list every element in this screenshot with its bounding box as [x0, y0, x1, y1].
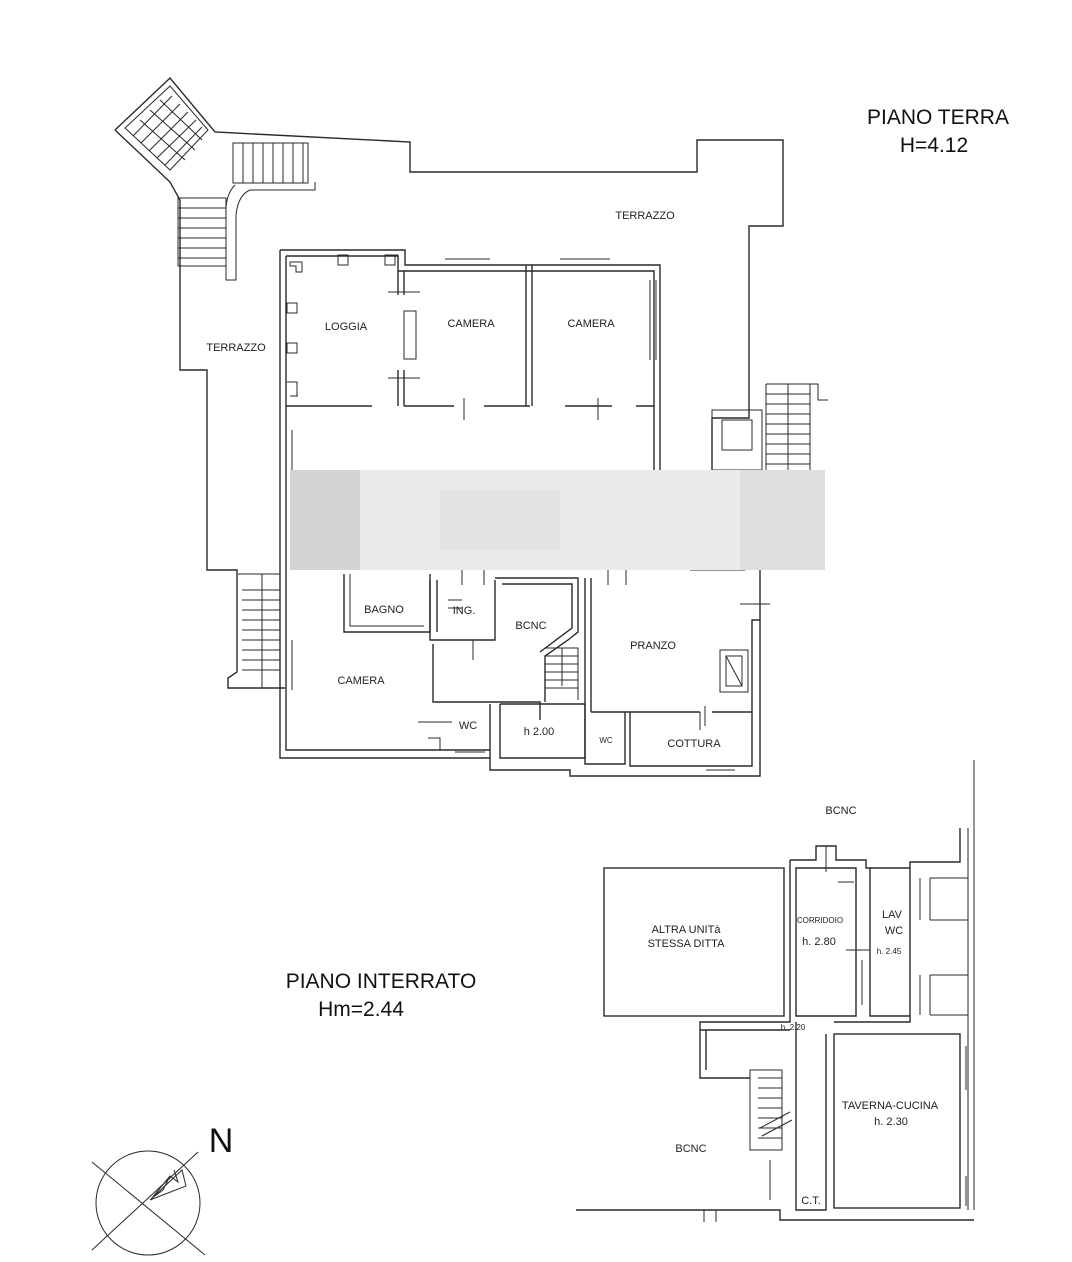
label-lav: LAV — [882, 909, 903, 921]
stair-top-left — [124, 85, 316, 281]
label-camera-1: CAMERA — [447, 318, 495, 330]
label-altra-2: STESSA DITTA — [648, 938, 725, 950]
label-h280: h. 2.80 — [802, 936, 836, 948]
basement-title: PIANO INTERRATO — [286, 970, 477, 993]
label-wc-1: WC — [459, 720, 477, 732]
label-bcnc-top: BCNC — [825, 805, 856, 817]
label-pranzo: PRANZO — [630, 640, 676, 652]
basement-height: Hm=2.44 — [318, 998, 404, 1021]
label-bagno: BAGNO — [364, 604, 404, 616]
north-arrow-icon — [91, 1150, 206, 1256]
label-h200: h 2.00 — [524, 726, 555, 738]
compass-label: N — [209, 1122, 234, 1160]
label-wc: WC — [885, 925, 903, 937]
label-ct: C.T. — [801, 1195, 821, 1207]
label-altra-1: ALTRA UNITà — [652, 924, 722, 936]
label-terrazzo-top: TERRAZZO — [615, 210, 675, 222]
label-camera-3: CAMERA — [337, 675, 385, 687]
label-camera-2: CAMERA — [567, 318, 615, 330]
label-bcnc: BCNC — [515, 620, 546, 632]
label-h245: h. 2.45 — [877, 947, 902, 956]
label-taverna: TAVERNA-CUCINA — [842, 1100, 939, 1112]
ground-floor-plan — [114, 76, 828, 777]
ground-floor-height: H=4.12 — [900, 134, 968, 157]
label-wc-2: WC — [599, 736, 613, 745]
label-ing: ING. — [453, 605, 476, 617]
stair-right — [711, 383, 828, 471]
label-corridoio: CORRIDOIO — [797, 916, 843, 925]
label-terrazzo-left: TERRAZZO — [206, 342, 266, 354]
label-loggia: LOGGIA — [325, 321, 368, 333]
basement-plan — [576, 760, 975, 1222]
label-cottura: COTTURA — [667, 738, 721, 750]
label-bcnc-bottom: BCNC — [675, 1143, 706, 1155]
label-h230: h. 2.30 — [874, 1116, 908, 1128]
label-h220: h. 2.20 — [781, 1023, 806, 1032]
ground-floor-title: PIANO TERRA — [867, 106, 1009, 129]
